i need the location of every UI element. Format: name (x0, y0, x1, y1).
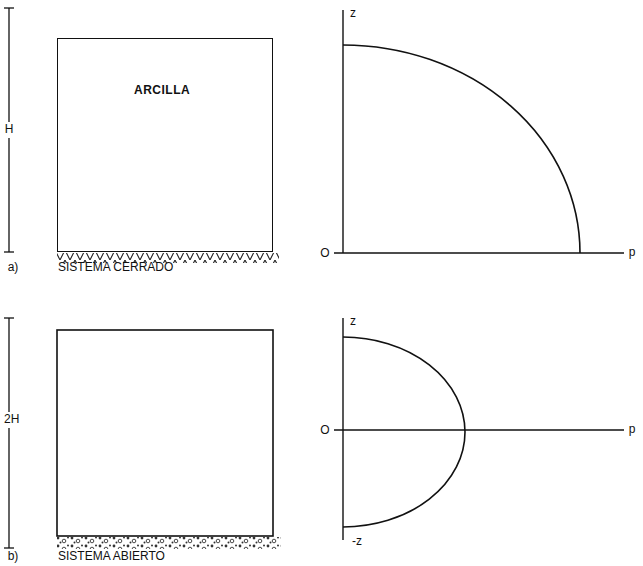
axis-label: z (348, 314, 358, 329)
z-axis (342, 318, 343, 540)
dimension-tick (4, 251, 14, 252)
dimension-tick (4, 317, 14, 318)
origin-label: O (318, 423, 331, 438)
material-label: ARCILLA (134, 83, 190, 97)
dimension-tick (4, 547, 14, 548)
dimension-tick (4, 7, 14, 8)
origin-label: O (318, 246, 331, 261)
caption-label: SISTEMA CERRADO (56, 260, 175, 275)
axis-label: p (627, 245, 638, 260)
pressure-curve (343, 337, 465, 527)
axis-label: z (348, 6, 358, 21)
z-axis (342, 10, 343, 253)
axis-label: p (627, 422, 638, 437)
dimension-label: 2H (2, 412, 21, 427)
open-system (4, 318, 624, 549)
p-axis (334, 429, 624, 430)
clay-layer (57, 330, 273, 536)
pressure-curve (343, 45, 580, 253)
part-label: b) (6, 549, 21, 564)
caption-label: SISTEMA ABIERTO (56, 549, 167, 564)
part-label: a) (6, 260, 21, 275)
clay-layer: ARCILLA (57, 38, 273, 252)
permeable-base (57, 537, 281, 549)
dimension-line (8, 318, 9, 548)
closed-system (4, 8, 624, 263)
dimension-label: H (3, 122, 16, 137)
axis-label: -z (350, 534, 364, 549)
